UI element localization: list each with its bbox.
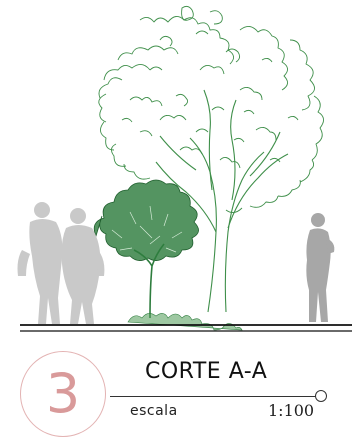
title-underline bbox=[110, 396, 316, 397]
sheet-number: 3 bbox=[45, 362, 81, 425]
walking-couple bbox=[17, 202, 105, 324]
scale-value: 1:100 bbox=[268, 401, 315, 420]
section-drawing bbox=[17, 5, 352, 332]
ground-line bbox=[20, 324, 352, 332]
small-tree-trunk bbox=[133, 243, 165, 319]
large-tree-trunk bbox=[155, 89, 289, 313]
small-tree bbox=[93, 179, 199, 319]
standing-person bbox=[306, 213, 335, 322]
ground-grass bbox=[127, 313, 243, 331]
large-tree-canopy bbox=[98, 5, 324, 213]
section-title: CORTE A-A bbox=[145, 359, 268, 384]
small-tree-canopy bbox=[93, 179, 199, 261]
title-line-end-circle bbox=[315, 390, 327, 402]
scale-label: escala bbox=[130, 403, 178, 419]
sheet-number-circle: 3 bbox=[20, 351, 106, 437]
